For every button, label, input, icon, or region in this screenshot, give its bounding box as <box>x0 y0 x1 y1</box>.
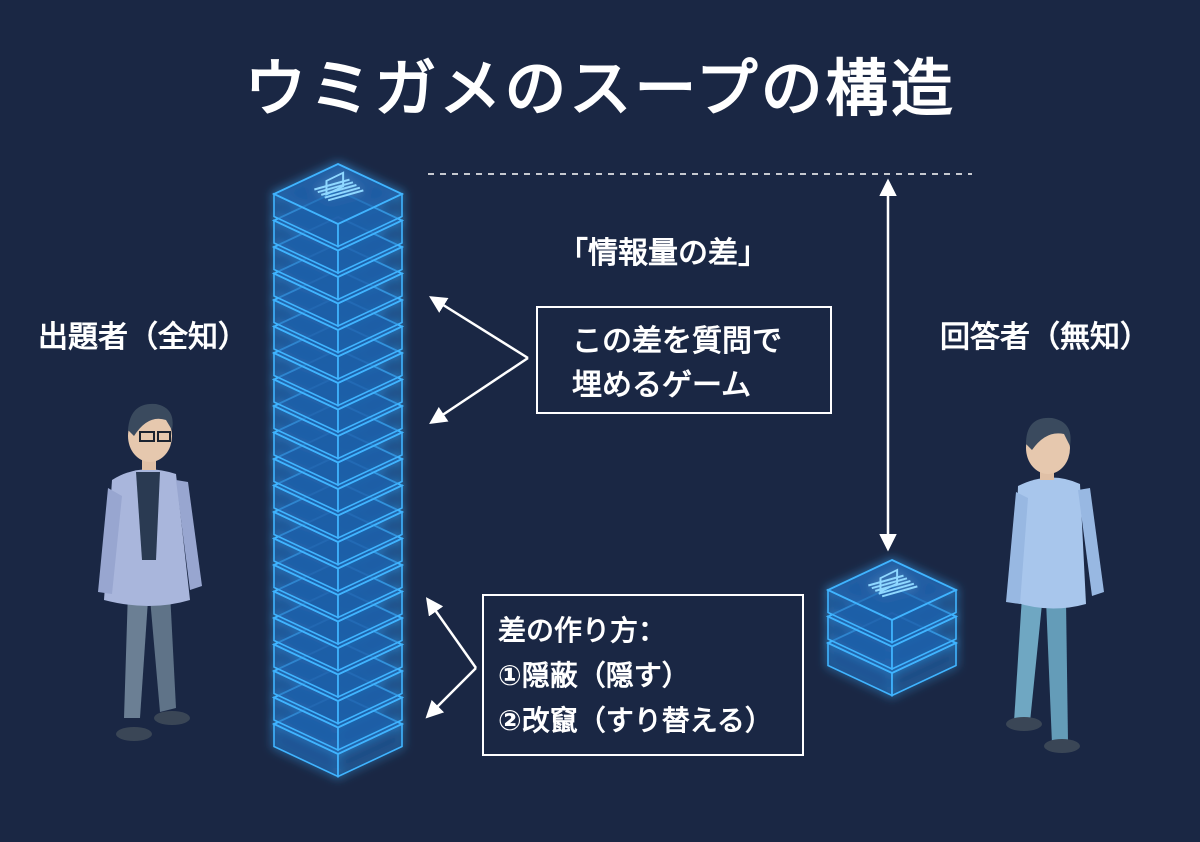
answerer-stack-document-icon <box>868 568 918 598</box>
methods-arrow-lower <box>425 667 477 719</box>
questioner-info-stack <box>271 163 405 778</box>
methods-box-item-2: ②改竄（すり替える） <box>498 704 773 737</box>
questioner-person-icon <box>98 403 202 741</box>
game-arrow-upper <box>429 296 529 360</box>
methods-box-item-1: ①隠蔽（隠す） <box>498 659 690 692</box>
answerer-label: 回答者（無知） <box>940 320 1150 355</box>
questioner-label: 出題者（全知） <box>38 320 248 355</box>
game-box-line-2: 埋めるゲーム <box>572 368 752 403</box>
questioner-stack-document-icon <box>314 171 364 202</box>
methods-box: 差の作り方： ①隠蔽（隠す） ②改竄（すり替える） <box>482 594 804 756</box>
gap-label: 「情報量の差」 <box>558 236 768 271</box>
game-arrow-lower <box>429 356 529 424</box>
game-explanation-box: この差を質問で 埋めるゲーム <box>536 306 832 414</box>
methods-arrow-upper <box>425 597 478 669</box>
methods-box-heading: 差の作り方： <box>498 614 667 647</box>
page-title: ウミガメのスープの構造 <box>244 52 956 125</box>
answerer-person-icon <box>1006 417 1104 753</box>
answerer-info-stack <box>825 559 959 697</box>
game-box-line-1: この差を質問で <box>572 324 782 359</box>
